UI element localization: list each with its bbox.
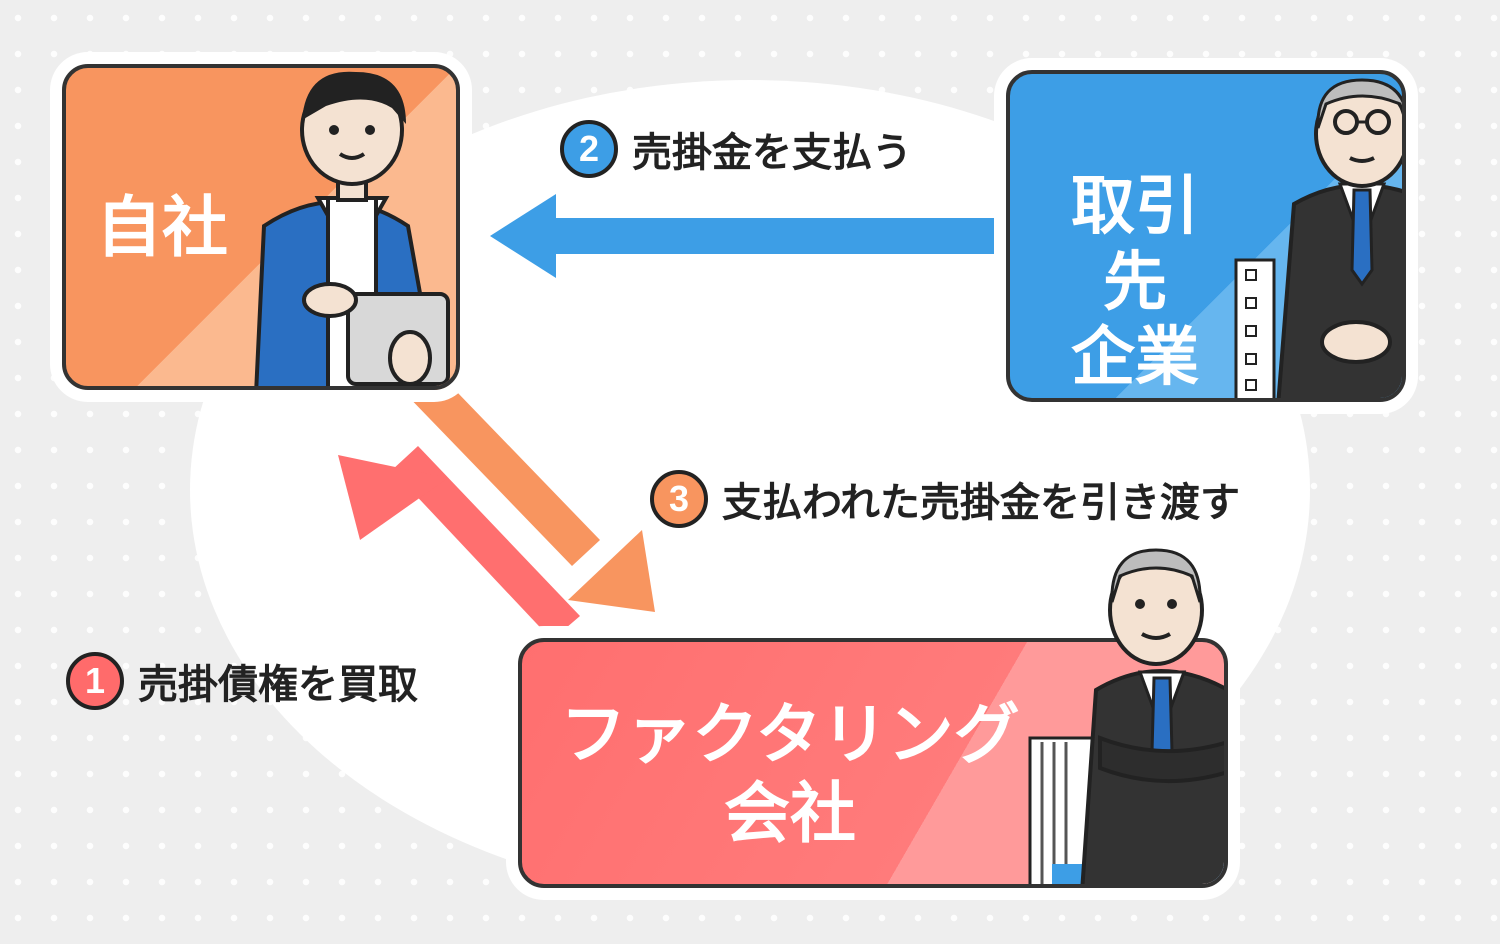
step-3: 3 支払われた売掛金を引き渡す xyxy=(650,470,1240,528)
self-company-box xyxy=(62,64,460,390)
step-1: 1 売掛債権を買取 xyxy=(66,652,418,710)
step-3-text: 支払われた売掛金を引き渡す xyxy=(722,480,1240,526)
factoring-company-label: ファクタリング 会社 xyxy=(560,695,1020,853)
step-2-text: 売掛金を支払う xyxy=(632,130,912,176)
client-company-label: 取引先 企業 xyxy=(1040,170,1230,397)
factoring-person-head xyxy=(1108,548,1204,666)
factoring-label-line1: ファクタリング xyxy=(560,696,1020,773)
self-company-label: 自社 xyxy=(96,189,228,266)
step-2: 2 売掛金を支払う xyxy=(560,120,912,178)
step-3-number: 3 xyxy=(650,470,708,528)
person-elder-icon xyxy=(1234,78,1402,398)
person-arms-crossed-icon xyxy=(1028,669,1224,884)
arrow-buy-receivable xyxy=(338,446,580,640)
factoring-company-box xyxy=(518,638,1228,888)
step-2-number: 2 xyxy=(560,120,618,178)
person-casual-icon xyxy=(254,71,450,386)
client-label-line2: 企業 xyxy=(1071,321,1199,396)
client-company-box xyxy=(1006,70,1406,402)
client-label-line1: 取引先 xyxy=(1071,170,1199,320)
factoring-label-line2: 会社 xyxy=(724,775,856,853)
step-1-number: 1 xyxy=(66,652,124,710)
arrow-payment xyxy=(490,194,1012,278)
building-icon xyxy=(1234,258,1276,398)
step-1-text: 売掛債権を買取 xyxy=(138,662,418,708)
arrow-transfer xyxy=(400,362,655,612)
